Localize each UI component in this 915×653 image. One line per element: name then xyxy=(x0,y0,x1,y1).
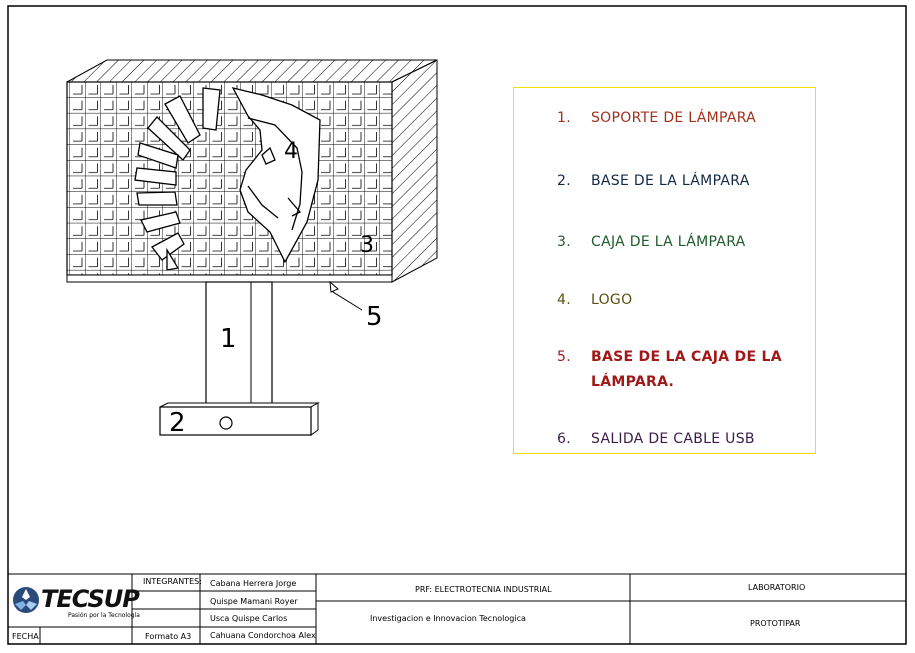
callout-3: 3 xyxy=(360,233,374,258)
legend-item-number: 3. xyxy=(557,234,571,250)
legend-item-number: 4. xyxy=(557,292,571,308)
sheet-border xyxy=(7,5,907,645)
tecsup-logo-icon xyxy=(13,587,39,613)
legend-item-number: 6. xyxy=(557,431,571,447)
integrantes-label: INTEGRANTES: xyxy=(143,577,202,586)
usb-cable-hole xyxy=(219,416,233,430)
fecha-label: FECHA xyxy=(12,632,39,641)
callout-2: 2 xyxy=(169,408,186,438)
legend-item-text: SOPORTE DE LÁMPARA xyxy=(591,110,757,126)
legend-item-number: 2. xyxy=(557,173,571,189)
lamp-base-top xyxy=(159,402,320,408)
legend-item-text: BASE DE LA CAJA DE LA LÁMPARA. xyxy=(591,349,782,390)
lamp-box-front xyxy=(66,81,393,276)
callout-5-arrow xyxy=(329,280,339,293)
tecsup-tagline: Pasión por la Tecnología xyxy=(68,612,140,619)
lamp-box-base xyxy=(66,274,393,283)
callout-5: 5 xyxy=(366,302,383,332)
project-label: PROTOTIPAR xyxy=(750,619,801,628)
legend-item-number: 1. xyxy=(557,110,571,126)
legend-item-text: SALIDA DE CABLE USB xyxy=(591,431,755,447)
callout-1: 1 xyxy=(220,324,237,354)
lab-label: LABORATORIO xyxy=(748,583,806,592)
lamp-box-side xyxy=(391,59,438,283)
legend-item-4: 4. LOGO xyxy=(557,288,791,313)
course-label: Investigacion e Innovacion Tecnologica xyxy=(370,614,526,623)
member-4: Cahuana Condorchoa Alex xyxy=(210,631,316,640)
formato-label: Formato A3 xyxy=(145,632,192,641)
prf-label: PRF: ELECTROTECNIA INDUSTRIAL xyxy=(415,585,552,594)
legend-item-2: 2. BASE DE LA LÁMPARA xyxy=(557,169,791,194)
callout-4: 4 xyxy=(284,139,298,164)
title-block-grid xyxy=(8,573,906,644)
member-1: Cabana Herrera Jorge xyxy=(210,579,297,588)
legend-item-number: 5. xyxy=(557,349,571,365)
lamp-base-front xyxy=(159,406,312,436)
legend-item-3: 3. CAJA DE LA LÁMPARA xyxy=(557,230,791,255)
member-3: Usca Quispe Carlos xyxy=(210,614,288,623)
legend-item-text: LOGO xyxy=(591,292,633,308)
legend-item-1: 1. SOPORTE DE LÁMPARA xyxy=(557,106,791,131)
parts-legend: 1. SOPORTE DE LÁMPARA 2. BASE DE LA LÁMPAR… xyxy=(513,87,816,454)
legend-item-6: 6. SALIDA DE CABLE USB xyxy=(557,427,791,452)
member-2: Quispe Mamani Royer xyxy=(210,597,298,606)
legend-item-text: CAJA DE LA LÁMPARA xyxy=(591,234,746,250)
tecsup-logo-text: TECSUP xyxy=(41,585,140,613)
legend-item-5: 5. BASE DE LA CAJA DE LA LÁMPARA. xyxy=(557,345,791,395)
logo-graphic xyxy=(134,87,321,271)
support-column xyxy=(205,281,273,408)
lamp-base-side xyxy=(310,402,319,436)
lamp-box-top xyxy=(66,59,438,83)
legend-item-text: BASE DE LA LÁMPARA xyxy=(591,173,750,189)
